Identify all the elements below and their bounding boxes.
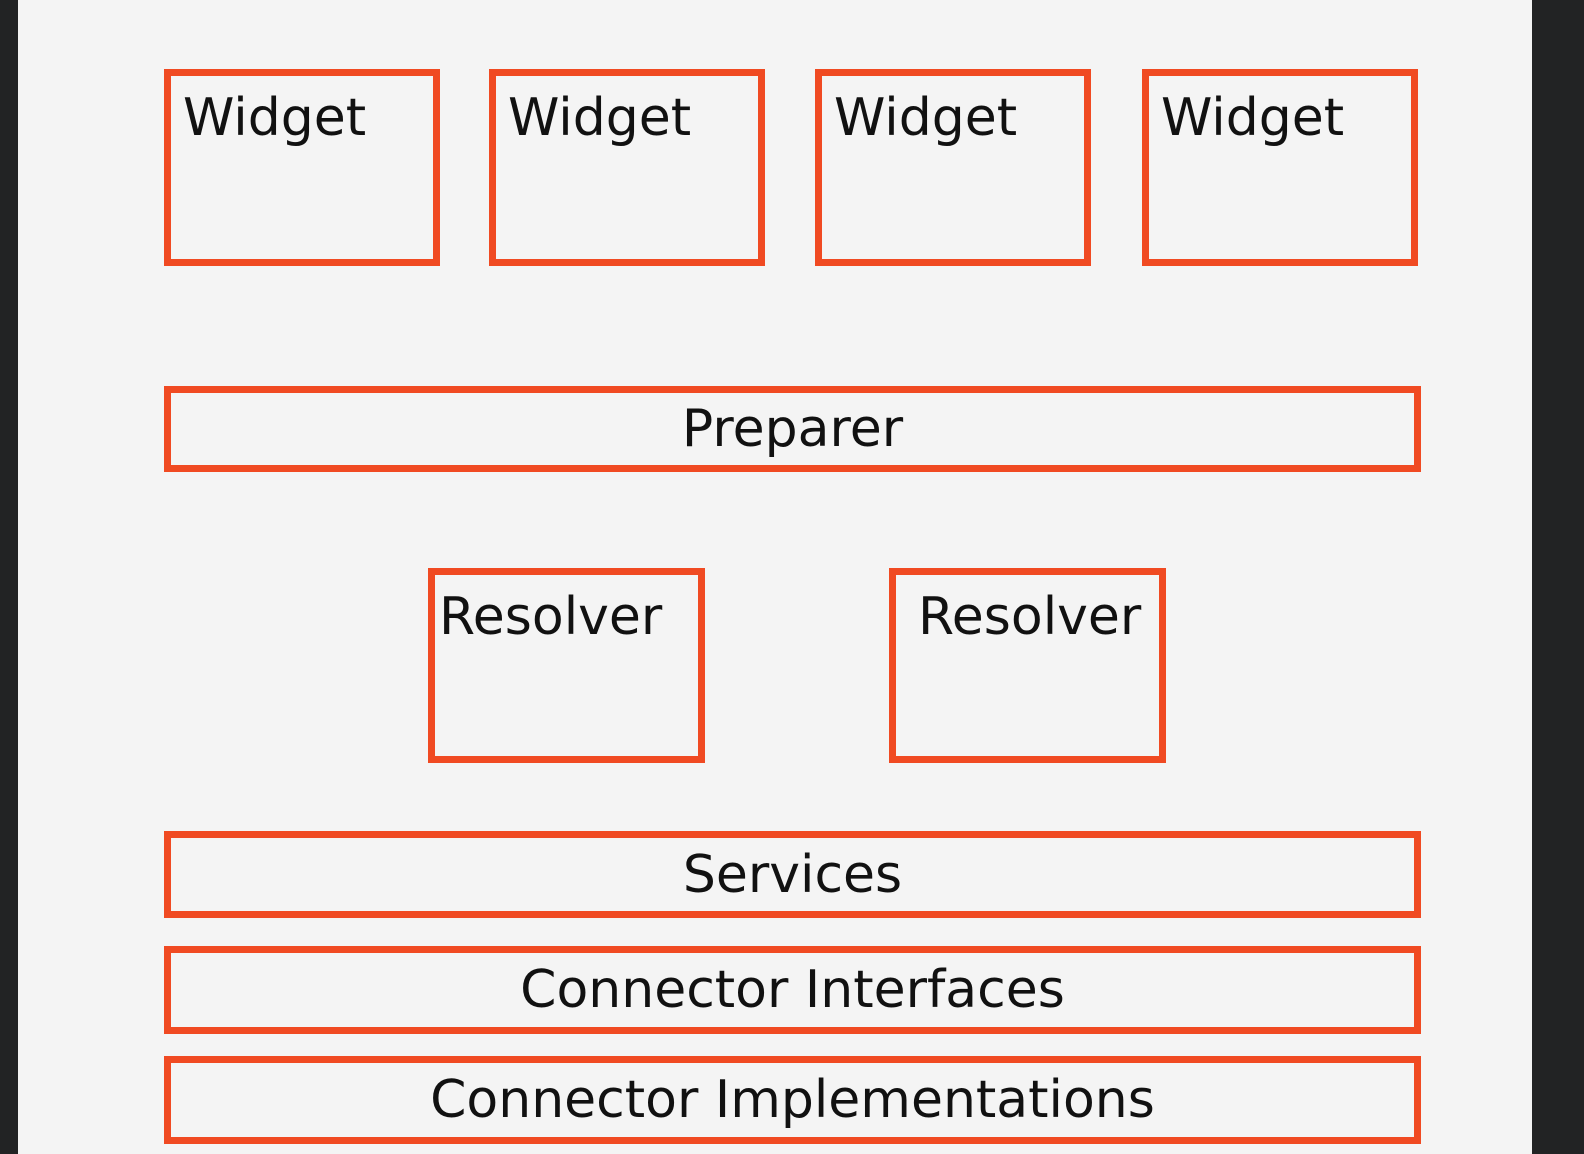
preparer-label: Preparer bbox=[681, 399, 904, 459]
widget-label: Widget bbox=[834, 88, 1018, 148]
widget-box: Widget bbox=[1142, 69, 1418, 266]
widget-label: Widget bbox=[508, 88, 692, 148]
connector-implementations-box: Connector Implementations bbox=[164, 1056, 1421, 1144]
services-label: Services bbox=[682, 844, 903, 905]
widget-label: Widget bbox=[183, 88, 367, 148]
resolver-box: Resolver bbox=[428, 568, 705, 763]
widget-box: Widget bbox=[815, 69, 1091, 266]
widget-box: Widget bbox=[489, 69, 765, 266]
connector-interfaces-box: Connector Interfaces bbox=[164, 946, 1421, 1034]
architecture-diagram: Widget Widget Widget Widget Preparer Res… bbox=[18, 0, 1532, 1154]
resolver-label: Resolver bbox=[439, 587, 663, 647]
preparer-box: Preparer bbox=[164, 386, 1421, 472]
connector-interfaces-label: Connector Interfaces bbox=[520, 960, 1065, 1020]
services-box: Services bbox=[164, 831, 1421, 918]
resolver-box: Resolver bbox=[889, 568, 1166, 763]
connector-implementations-label: Connector Implementations bbox=[430, 1070, 1155, 1130]
resolver-label: Resolver bbox=[918, 587, 1142, 647]
widget-label: Widget bbox=[1161, 88, 1345, 148]
widget-box: Widget bbox=[164, 69, 440, 266]
